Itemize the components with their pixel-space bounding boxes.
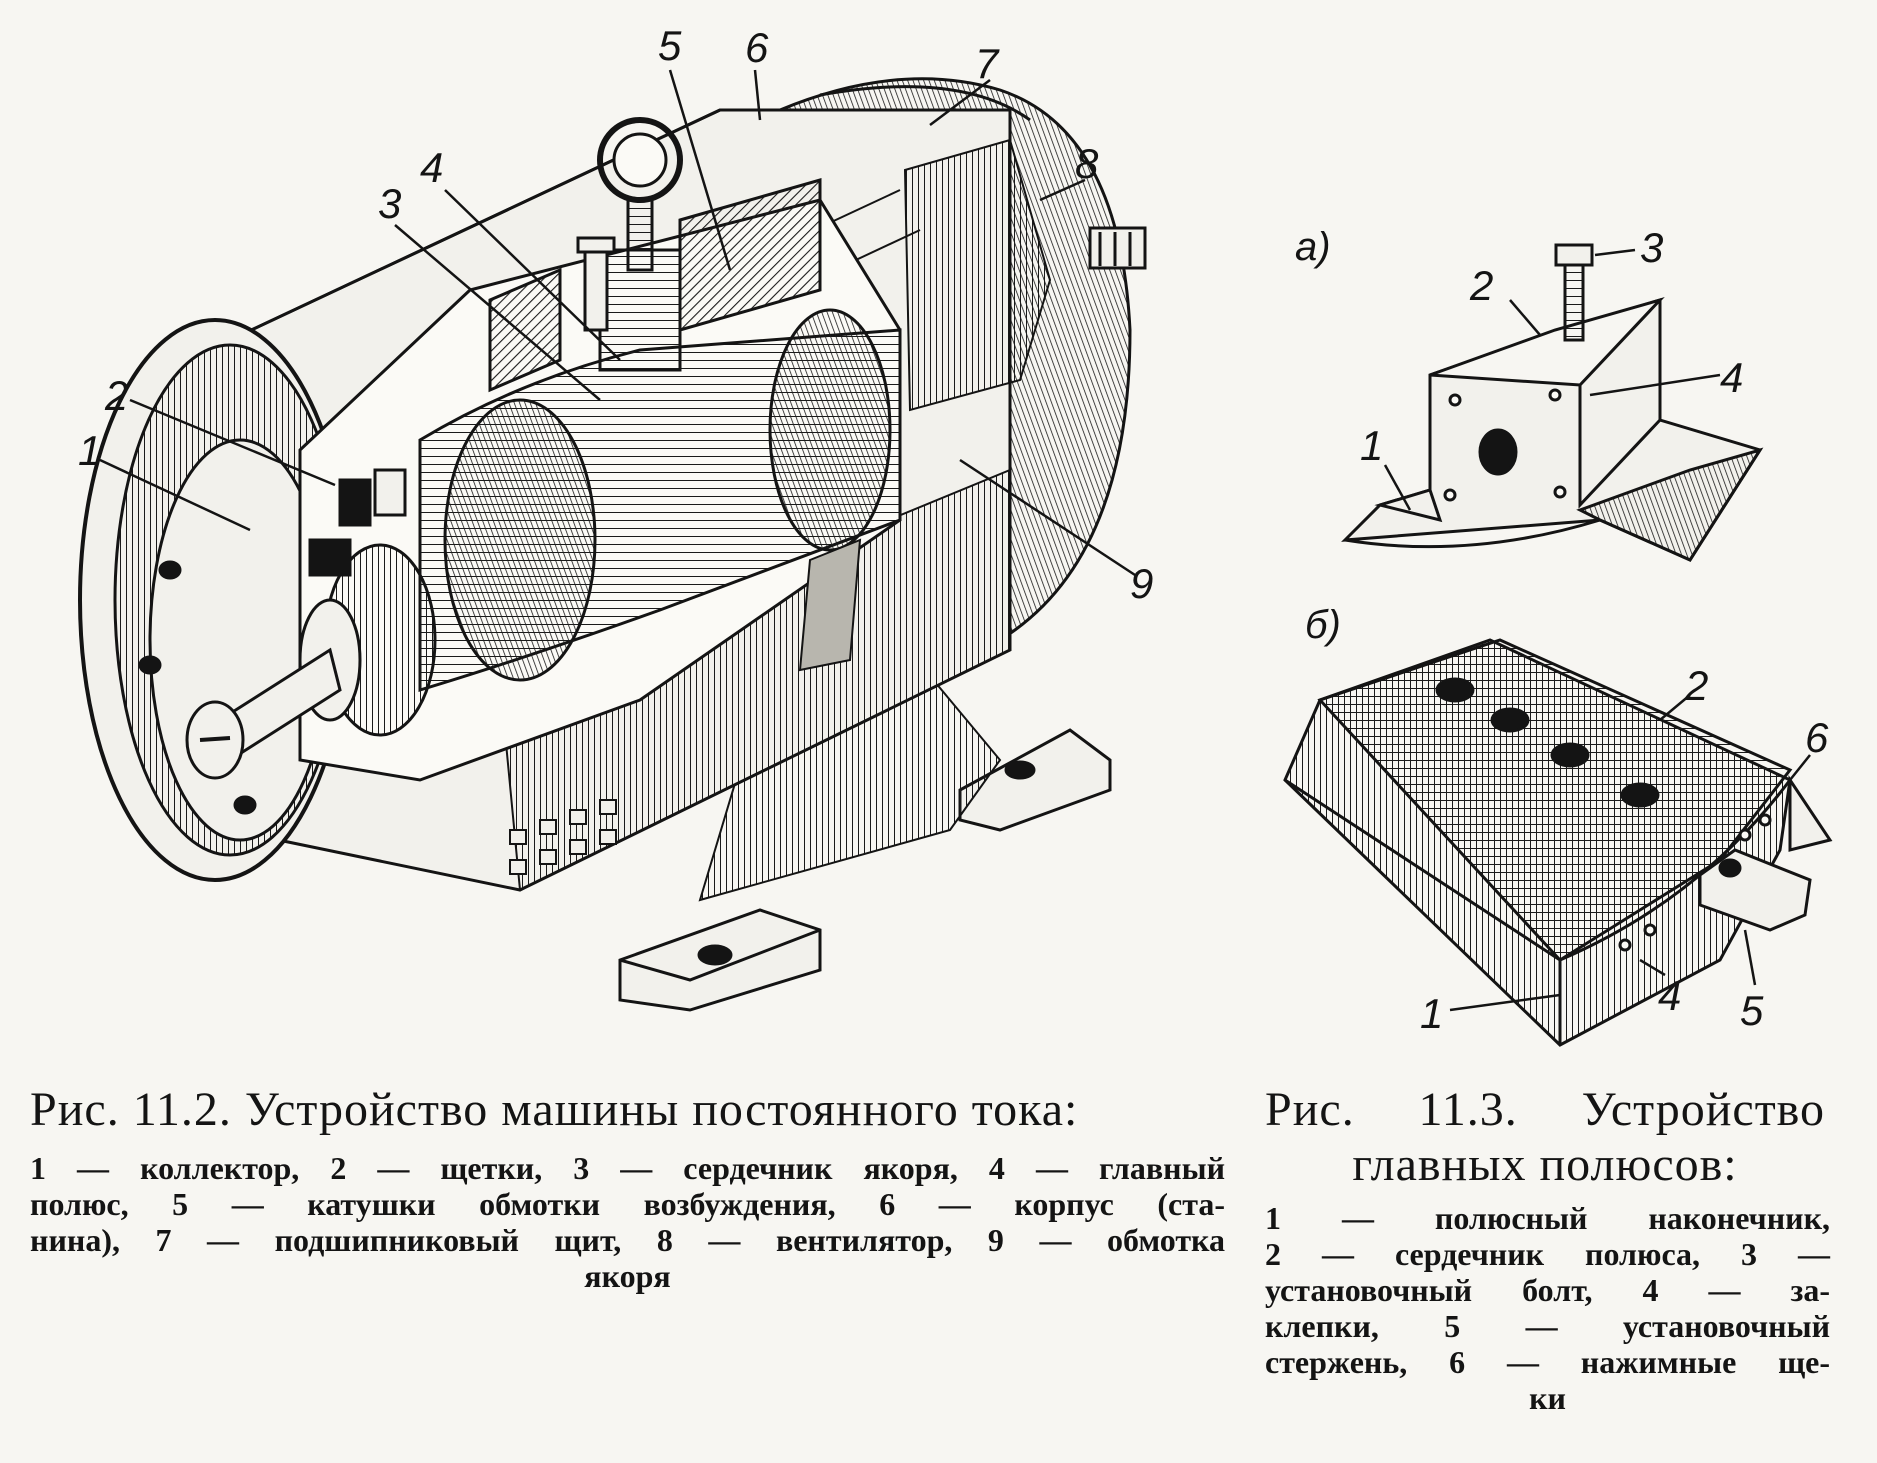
callout-6: 6 xyxy=(745,24,769,71)
callout-9: 9 xyxy=(1130,560,1153,607)
fig-11-2-callouts: 1 2 3 4 5 6 7 8 9 xyxy=(78,22,1153,607)
legend-line: полюс, 5 — катушки обмотки возбуждения, … xyxy=(30,1186,1225,1222)
legend-line: 2 — сердечник полюса, 3 — xyxy=(1265,1236,1830,1272)
figure-11-3-legend: 1 — полюсный наконечник, 2 — сердечник п… xyxy=(1265,1200,1830,1416)
pole-drawing-a xyxy=(1341,243,1764,562)
legend-line: якоря xyxy=(584,1258,671,1294)
callout-2: 2 xyxy=(104,372,128,419)
callout-7: 7 xyxy=(975,40,1000,87)
subfigure-b-label: б) xyxy=(1305,603,1341,647)
callout-b-5: 5 xyxy=(1740,987,1764,1034)
caption-title-line: главных полюсов: xyxy=(1352,1138,1738,1191)
legend-line: клепки, 5 — установочный xyxy=(1265,1308,1830,1344)
figure-illustrations: 1 2 3 4 5 6 7 8 9 а) 1 2 3 4 xyxy=(78,22,1833,1047)
legend-line: стержень, 6 — нажимные ще- xyxy=(1265,1344,1830,1380)
callout-a-2: 2 xyxy=(1469,262,1493,309)
callout-b-1: 1 xyxy=(1420,990,1443,1037)
figure-11-3-caption-title: Рис. 11.3. Устройство главных полюсов: xyxy=(1265,1082,1825,1192)
pole-drawing-b xyxy=(1283,638,1833,1047)
callout-3: 3 xyxy=(378,180,401,227)
legend-line: установочный болт, 4 — за- xyxy=(1265,1272,1830,1308)
callout-1: 1 xyxy=(78,427,101,474)
dc-machine-drawing xyxy=(78,69,1147,1012)
callout-b-6: 6 xyxy=(1805,714,1829,761)
legend-line: нина), 7 — подшипниковый щит, 8 — вентил… xyxy=(30,1222,1225,1258)
callout-a-3: 3 xyxy=(1640,224,1663,271)
callout-b-2: 2 xyxy=(1684,662,1708,709)
subfigure-a-label: а) xyxy=(1295,225,1331,269)
legend-line: ки xyxy=(1529,1380,1566,1416)
callout-a-4: 4 xyxy=(1720,354,1743,401)
legend-line: 1 — полюсный наконечник, xyxy=(1265,1200,1830,1236)
legend-line: 1 — коллектор, 2 — щетки, 3 — сердечник … xyxy=(30,1150,1225,1186)
figure-11-2-legend: 1 — коллектор, 2 — щетки, 3 — сердечник … xyxy=(30,1150,1225,1294)
callout-b-4: 4 xyxy=(1658,972,1681,1019)
callout-8: 8 xyxy=(1075,140,1099,187)
callout-a-1: 1 xyxy=(1360,422,1383,469)
figure-11-2-caption-title: Рис. 11.2. Устройство машины постоянного… xyxy=(30,1083,1079,1136)
fig-11-3b-callouts: 1 2 4 5 6 xyxy=(1420,662,1829,1037)
fig-11-3a-callouts: 1 2 3 4 xyxy=(1360,224,1743,469)
caption-title-line: Рис. 11.3. Устройство xyxy=(1265,1083,1825,1136)
callout-4: 4 xyxy=(420,144,443,191)
callout-5: 5 xyxy=(658,22,682,69)
